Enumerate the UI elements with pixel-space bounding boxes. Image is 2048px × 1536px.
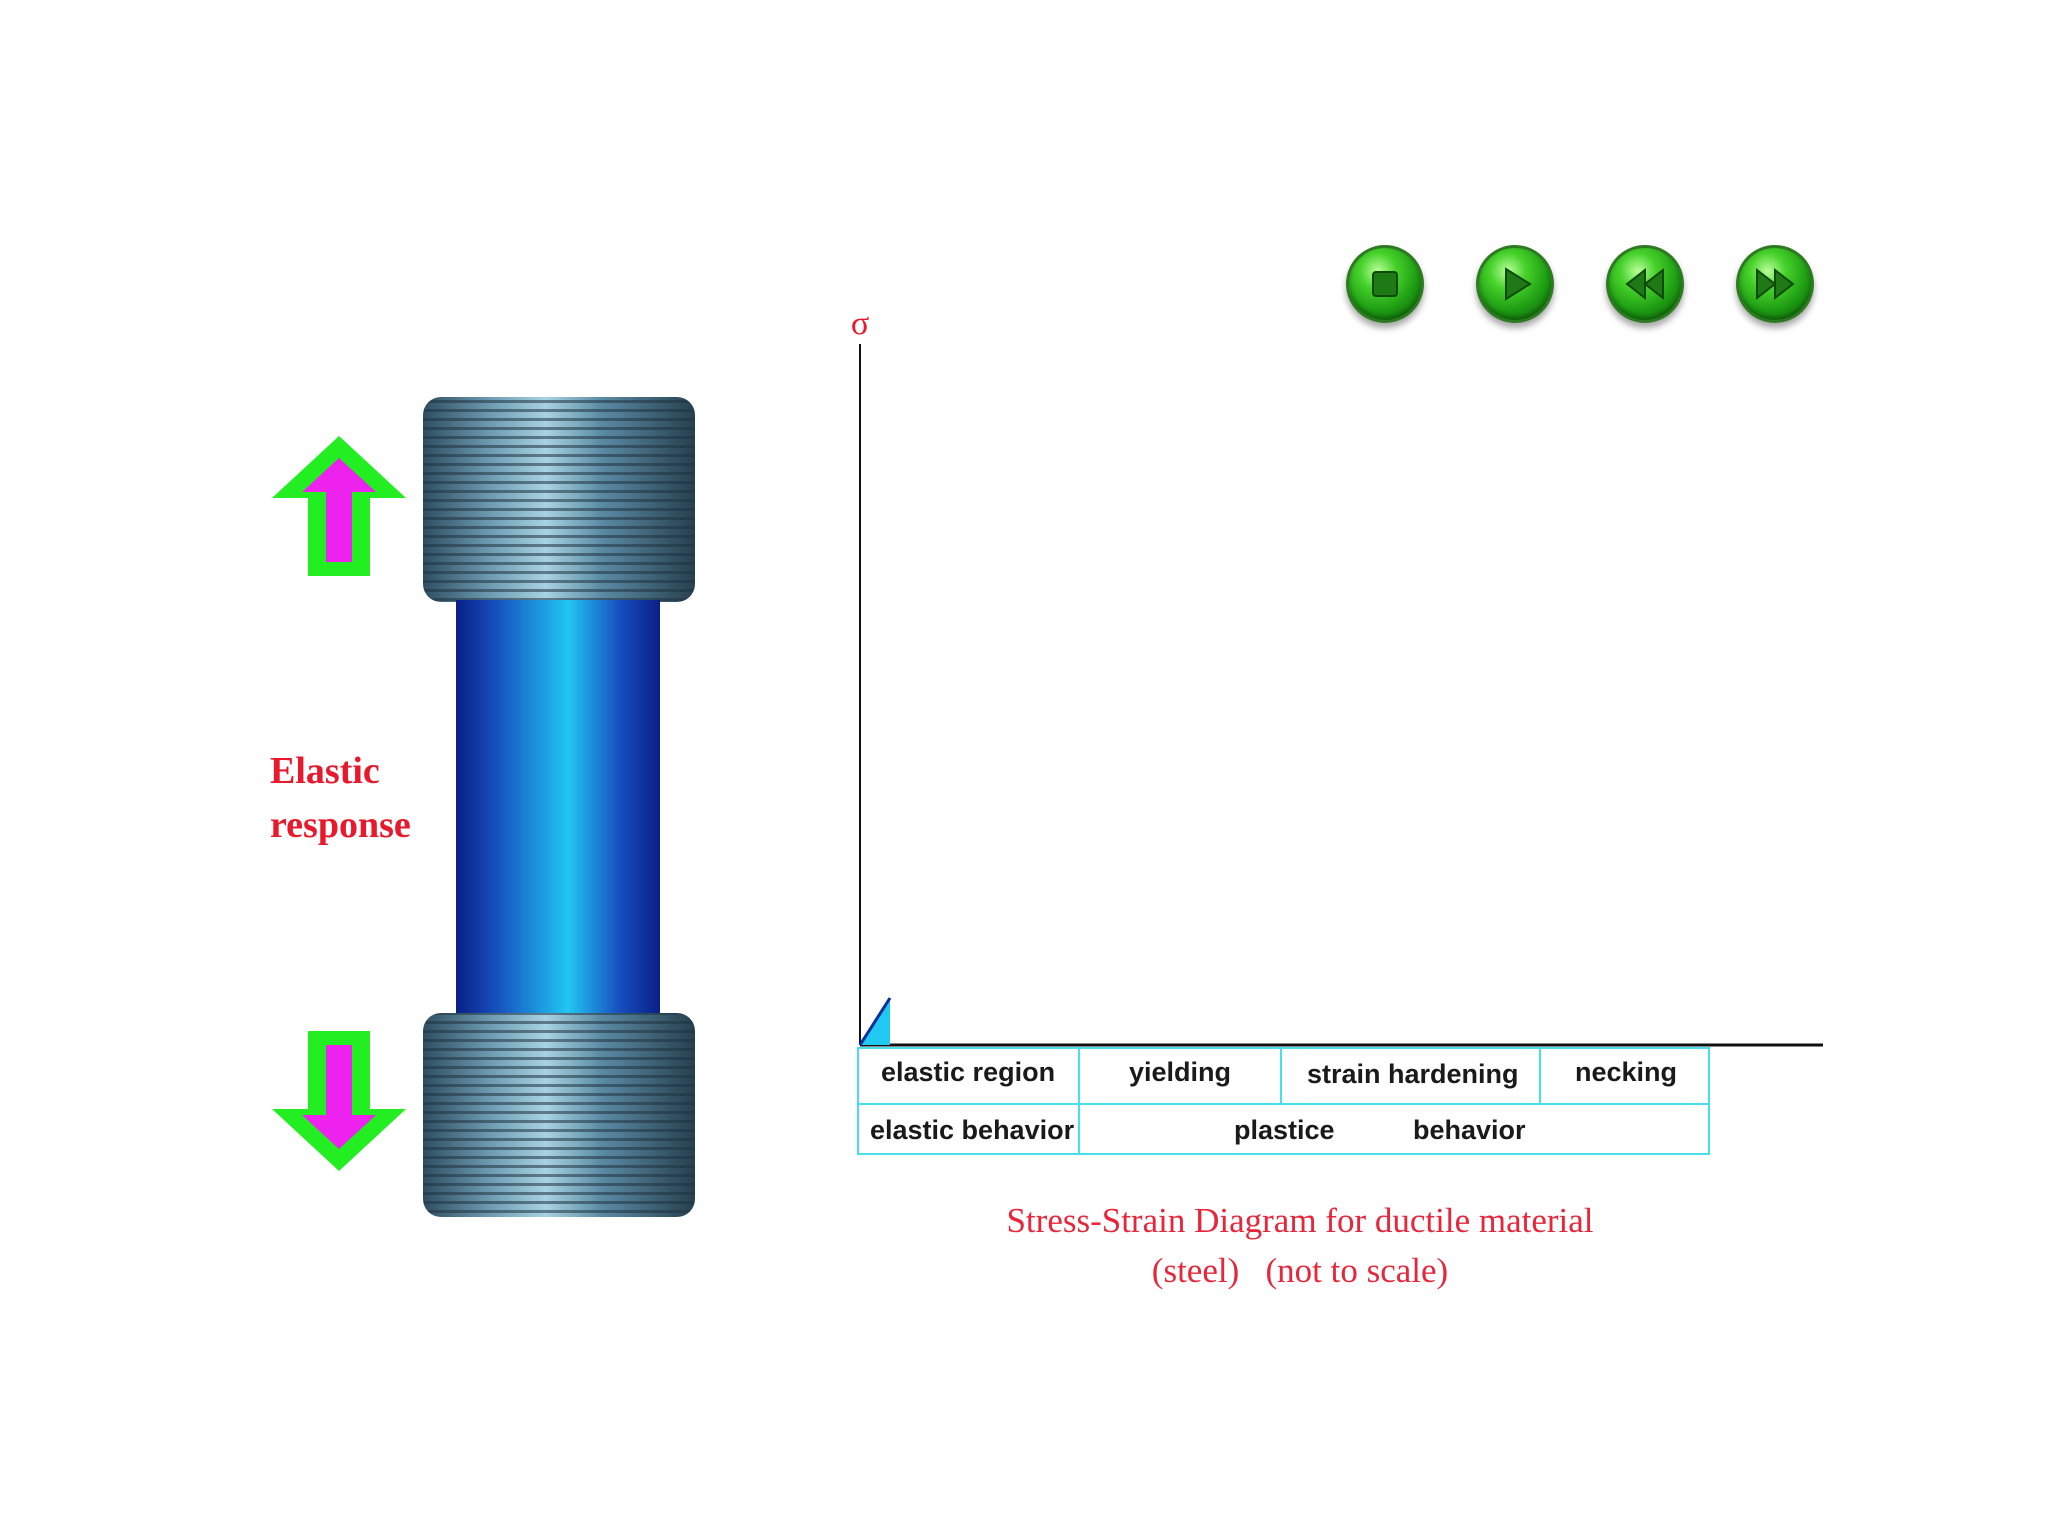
behavior-elastic: elastic behavior [870,1115,1075,1145]
elastic-response-label: Elastic response [270,744,490,852]
stop-icon [1372,271,1398,297]
fast-forward-button[interactable] [1736,245,1814,323]
caption-line1: Stress-Strain Diagram for ductile materi… [1006,1201,1594,1240]
tension-arrow-down-icon [272,1031,406,1171]
rewind-icon [1625,267,1664,301]
tension-arrow-up-icon [272,436,406,576]
region-necking: necking [1575,1057,1678,1087]
behavior-plastice: plastice [1234,1115,1335,1145]
steel-specimen-illustration [423,397,695,1217]
region-table: elastic region yielding strain hardening… [857,1047,1710,1155]
fast-forward-icon [1756,267,1795,301]
play-icon [1505,267,1532,301]
caption-line2: (steel) (not to scale) [1151,1251,1449,1290]
table-divider [1539,1049,1541,1103]
elastic-label-line1: Elastic [270,750,380,792]
table-divider [859,1103,1708,1105]
stress-strain-chart: σ [851,305,1823,1047]
sigma-axis-label: σ [851,305,869,342]
table-divider [1078,1049,1080,1153]
play-button[interactable] [1476,245,1554,323]
region-elastic: elastic region [881,1057,1056,1087]
rewind-button[interactable] [1606,245,1684,323]
elastic-label-line2: response [270,804,411,846]
diagram-caption: Stress-Strain Diagram for ductile materi… [880,1196,1720,1296]
region-strain-hardening: strain hardening [1307,1059,1519,1089]
elastic-curve [858,997,892,1046]
table-divider [1280,1049,1282,1103]
behavior-behavior: behavior [1413,1115,1526,1145]
region-yielding: yielding [1129,1057,1232,1087]
stop-button[interactable] [1346,245,1424,323]
